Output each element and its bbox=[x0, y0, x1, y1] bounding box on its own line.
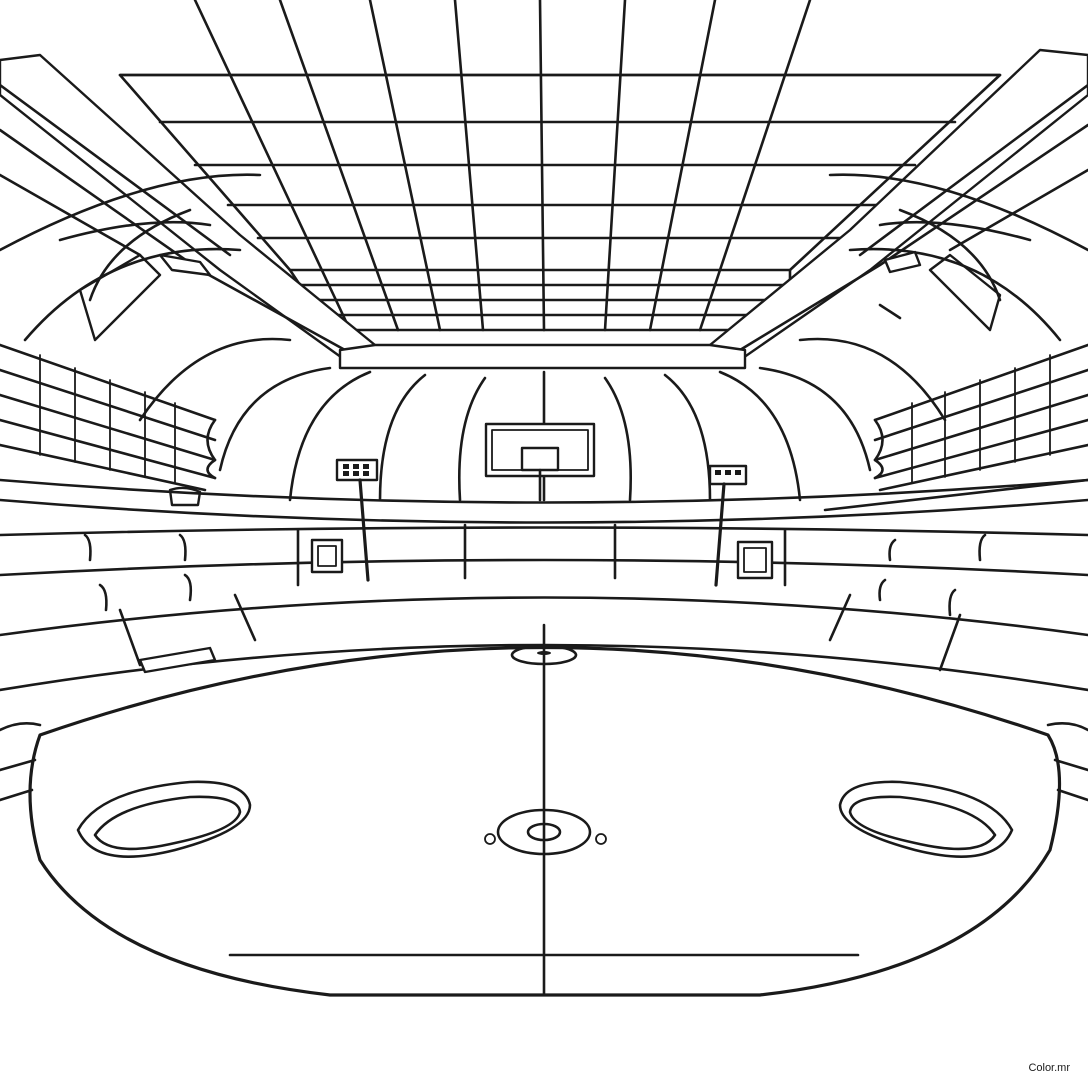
scoreboard bbox=[484, 422, 596, 502]
right-light-pole bbox=[708, 464, 748, 587]
left-light-pole bbox=[335, 458, 379, 582]
center-catwalk bbox=[338, 343, 747, 370]
watermark-text: Color.mr bbox=[1028, 1062, 1070, 1074]
ice-rink bbox=[0, 623, 1088, 997]
ceiling-grid bbox=[118, 0, 1002, 332]
back-wall bbox=[0, 478, 1088, 692]
left-stands bbox=[0, 343, 217, 507]
right-stands bbox=[823, 343, 1088, 512]
right-catwalk-beam bbox=[708, 48, 1088, 367]
